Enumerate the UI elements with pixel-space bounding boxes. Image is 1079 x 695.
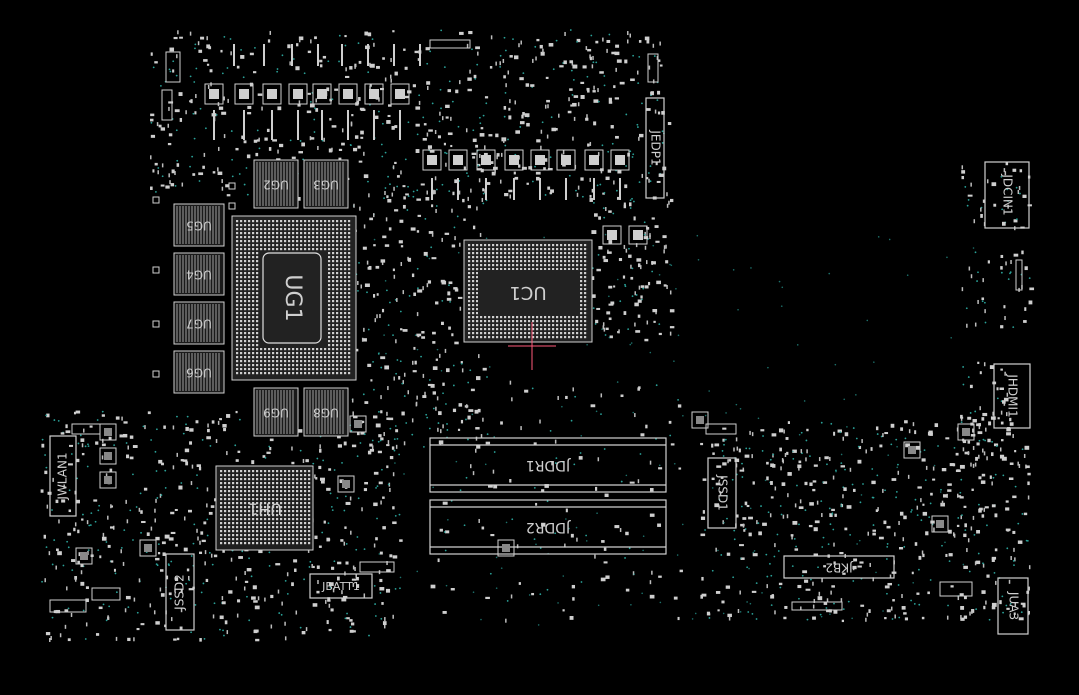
gpu-memory-chips: UG2 UG3 UG5 UG4 UG7 UG6 UG9 UG8 <box>173 159 349 437</box>
label-jddr1: JDDR1 <box>526 457 571 473</box>
chip-ug8[interactable]: UG8 <box>303 387 349 437</box>
label-jkb2: JKB2 <box>825 561 853 575</box>
label-ug5: UG5 <box>186 219 212 233</box>
chip-ug6[interactable]: UG6 <box>173 350 225 394</box>
chip-uc1[interactable]: UC1 <box>463 239 593 370</box>
label-ug7: UG7 <box>186 317 212 331</box>
vrm-row <box>204 44 648 245</box>
label-jbatt1: JBATT1 <box>321 580 360 593</box>
chip-ug7[interactable]: UG7 <box>173 301 225 345</box>
label-ug8: UG8 <box>313 406 339 420</box>
chip-ug3[interactable]: UG3 <box>303 159 349 209</box>
component-scatter <box>40 29 1035 643</box>
label-jdcin1: JDCIN1 <box>1001 173 1015 215</box>
chip-ug2[interactable]: UG2 <box>253 159 299 209</box>
label-uc1: UC1 <box>509 282 546 303</box>
connector-jhdmi1[interactable]: JHDMI1 <box>993 363 1031 429</box>
label-uh1: UH1 <box>248 500 282 519</box>
small-ics <box>49 39 1023 613</box>
chip-ug9[interactable]: UG9 <box>253 387 299 437</box>
slot-jddr1[interactable]: JDDR1 <box>429 437 667 493</box>
chip-uh1[interactable]: UH1 <box>215 465 314 551</box>
connector-jwlan1[interactable]: JWLAN1 <box>49 435 77 517</box>
label-jhdmi1: JHDMI1 <box>1006 373 1020 417</box>
label-ug9: UG9 <box>263 406 289 420</box>
connector-jua3[interactable]: JUA3 <box>997 577 1029 635</box>
connector-jdcin1[interactable]: JDCIN1 <box>984 161 1030 229</box>
label-ug2: UG2 <box>263 178 289 192</box>
label-jssd1: JSSD1 <box>716 474 730 511</box>
connector-jssd2[interactable]: JSSD2 <box>165 553 195 631</box>
chip-ug1[interactable]: UG1 <box>231 215 357 381</box>
chip-ug5[interactable]: UG5 <box>173 203 225 247</box>
connector-jssd1[interactable]: JSSD1 <box>707 457 737 529</box>
label-ug6: UG6 <box>186 366 212 380</box>
chip-ug4[interactable]: UG4 <box>173 252 225 296</box>
connector-jedp1[interactable]: JEDP1 <box>645 97 665 199</box>
label-ug4: UG4 <box>186 268 212 282</box>
label-jwlan1: JWLAN1 <box>56 452 70 500</box>
label-jddr2: JDDR2 <box>526 519 571 535</box>
label-ug3: UG3 <box>313 178 339 192</box>
slot-jddr2[interactable]: JDDR2 <box>429 499 667 555</box>
label-jedp1: JEDP1 <box>649 129 663 165</box>
label-ug1: UG1 <box>280 274 305 321</box>
connector-jbatt1[interactable]: JBATT1 <box>309 573 373 599</box>
connector-jkb2[interactable]: JKB2 <box>783 555 895 579</box>
label-jua3: JUA3 <box>1007 591 1021 620</box>
label-jssd2: JSSD2 <box>173 574 187 611</box>
